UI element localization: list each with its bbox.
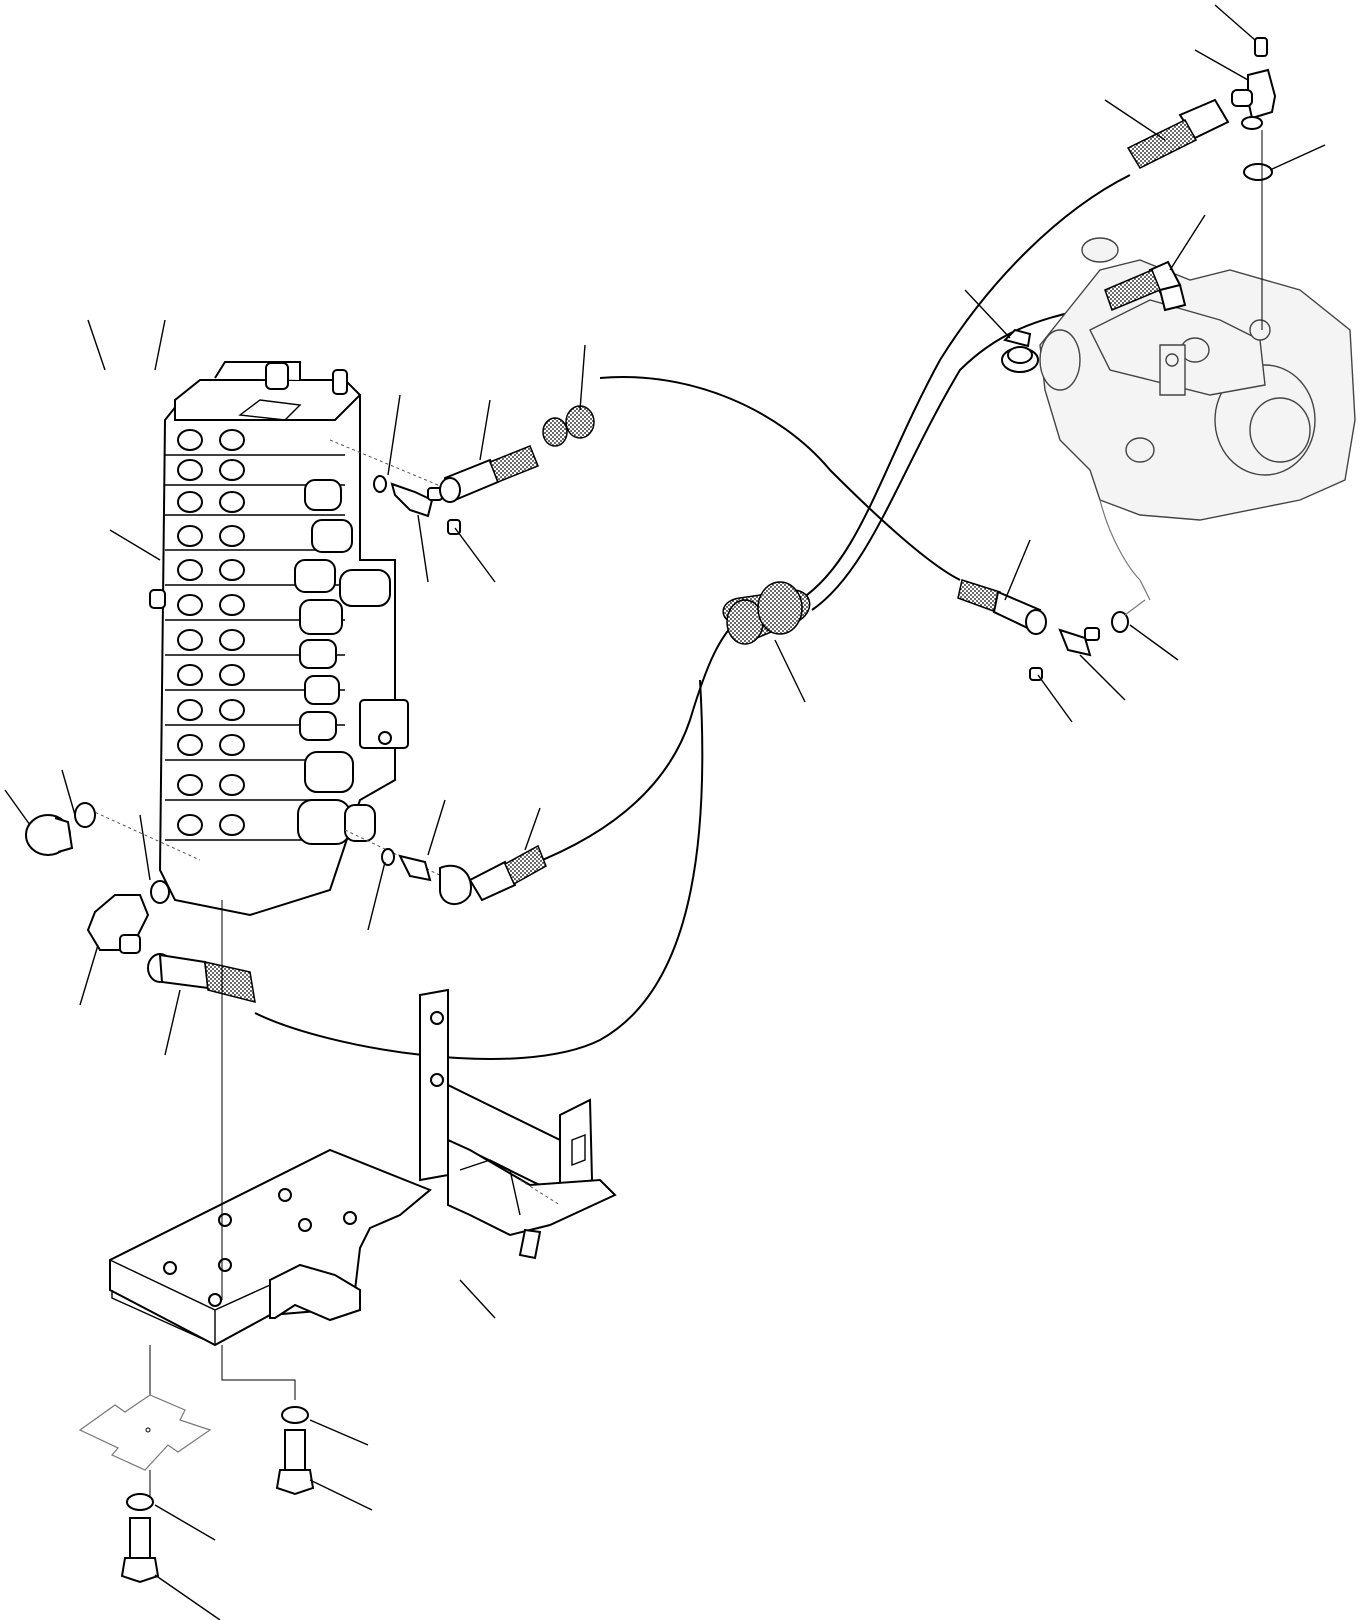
o-ring-right <box>1111 611 1129 633</box>
right-fittings <box>957 579 1146 681</box>
washer-left <box>126 1493 154 1511</box>
control-valve-block <box>149 361 409 917</box>
o-ring-lower-valve <box>381 848 395 866</box>
lower-hardware <box>78 900 315 1584</box>
hose-end-upper <box>439 445 539 503</box>
bolt-right <box>284 1429 306 1471</box>
plate-hole <box>343 1211 357 1225</box>
upper-fittings <box>329 405 595 535</box>
valve-ports-left <box>177 429 203 836</box>
valve-spools-right <box>149 479 409 845</box>
elbow-fitting-left <box>86 894 150 954</box>
plug-pump-top <box>1254 37 1268 57</box>
plate-hole <box>298 1218 312 1232</box>
hose-end-pump-top <box>1126 98 1230 169</box>
valve-ports-middle <box>219 429 245 836</box>
tee-fitting-right <box>1058 628 1092 657</box>
hose-end-left-lower <box>147 953 256 1004</box>
o-ring-pump-top <box>1243 163 1273 181</box>
plate-hole <box>218 1213 232 1227</box>
shim-plate <box>78 1394 212 1471</box>
callout-leaders <box>4 4 1326 1620</box>
elbow-lower-valve <box>439 865 472 905</box>
base-plate <box>109 1148 432 1347</box>
adapter-lower-valve <box>398 854 432 882</box>
elbow-pump-side <box>1104 260 1187 312</box>
o-ring-left-elbow <box>150 880 170 904</box>
mounting-bracket <box>419 988 617 1260</box>
hose-nut-upper <box>542 405 595 447</box>
pump-fittings-top <box>1104 37 1277 330</box>
plate-hole <box>218 1258 232 1272</box>
hose-lines <box>254 174 1131 1060</box>
lower-fittings <box>344 829 547 905</box>
tee-fitting-upper-valve <box>390 482 434 518</box>
left-plug-group <box>25 802 256 1004</box>
bolt-left <box>129 1517 151 1559</box>
hose-clamp-center <box>722 581 811 645</box>
hose-clamp-pump <box>1001 328 1039 373</box>
washer-right <box>281 1406 309 1424</box>
plate-hole <box>278 1188 292 1202</box>
o-ring-left-plug <box>74 802 96 828</box>
plate-hole <box>163 1261 177 1275</box>
o-ring-upper-valve <box>373 475 387 493</box>
hose-end-right <box>957 579 1047 635</box>
plate-hole <box>208 1293 222 1307</box>
hydraulic-pump <box>1039 237 1356 601</box>
